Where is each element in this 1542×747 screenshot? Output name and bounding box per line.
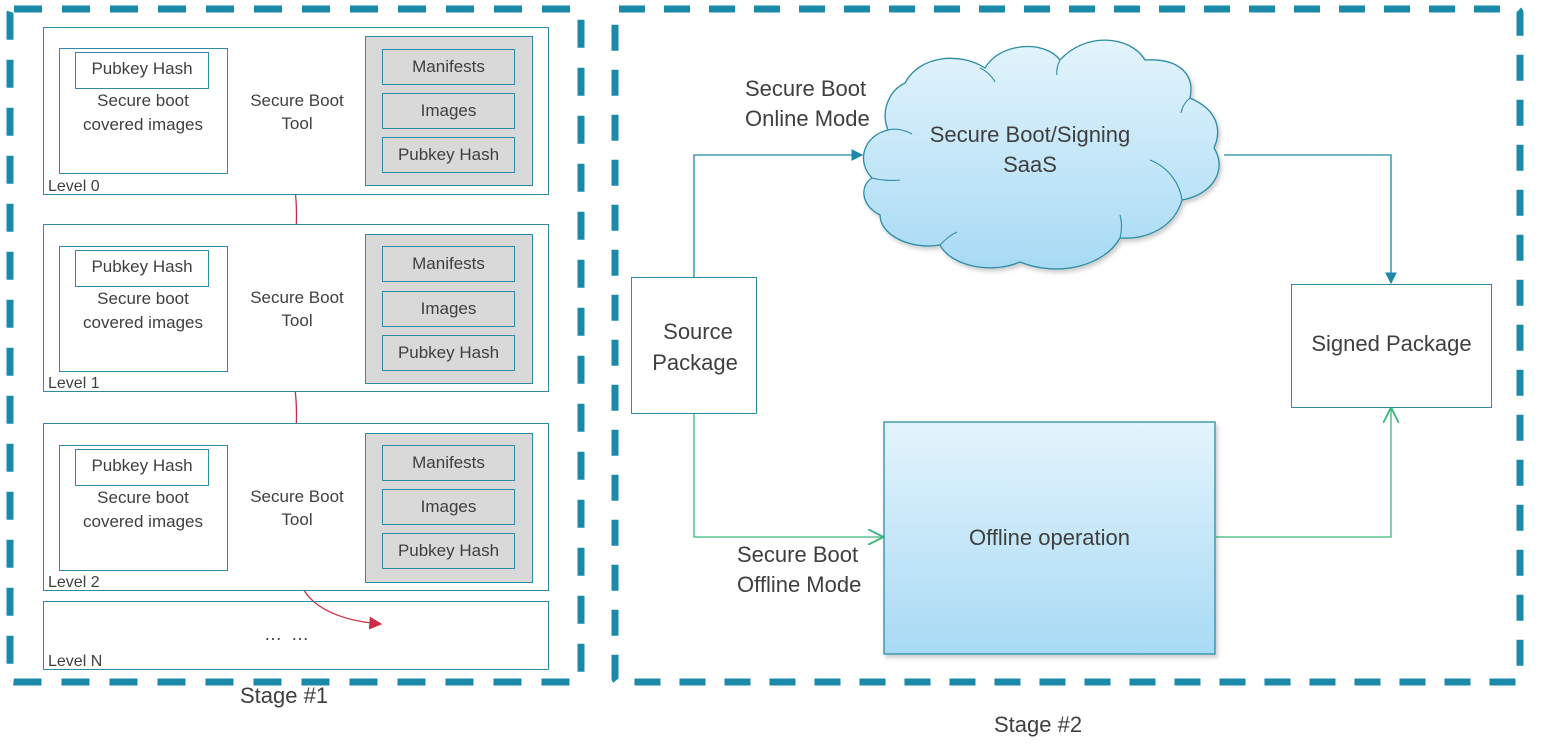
signed-package-label: Signed Package: [1311, 331, 1472, 356]
tool-label: Secure Boot Tool: [237, 286, 357, 332]
output-images: Images: [382, 93, 515, 129]
cloud-line2: SaaS: [1003, 152, 1057, 177]
level-label: Level 0: [48, 178, 100, 195]
tool-line2: Tool: [281, 311, 313, 330]
cloud-inner-curve-3: [1056, 59, 1061, 76]
output-manifests: Manifests: [382, 246, 515, 282]
online-mode-line1: Secure Boot: [745, 76, 867, 101]
output-manifests: Manifests: [382, 49, 515, 85]
signed-package-box: Signed Package: [1291, 284, 1492, 408]
cloud-inner-curve-8: [871, 177, 901, 181]
offline-mode-line2: Offline Mode: [737, 572, 862, 597]
source-caption: Secure boot covered images: [60, 486, 226, 534]
offline-mode-line1: Secure Boot: [737, 542, 859, 567]
online-connector: [693, 149, 864, 277]
cloud-inner-curve-1: [887, 128, 913, 135]
source-images-box: Pubkey Hash Secure boot covered images: [59, 445, 228, 571]
source-images-box: Pubkey Hash Secure boot covered images: [59, 48, 228, 174]
saas-cloud-shape: [862, 39, 1220, 270]
output-pubkey-hash: Pubkey Hash: [382, 533, 515, 569]
level-n-panel: … … Level N: [43, 601, 549, 670]
tool-line2: Tool: [281, 114, 313, 133]
output-package-box: Manifests Images Pubkey Hash: [365, 234, 533, 384]
cloud-inner-curve-5: [1149, 159, 1183, 201]
source-package-line2: Package: [652, 350, 738, 375]
caption-line2: covered images: [82, 115, 203, 134]
caption-line2: covered images: [82, 512, 203, 531]
tool-line1: Secure Boot: [250, 487, 344, 506]
tool-line2: Tool: [281, 510, 313, 529]
output-package-box: Manifests Images Pubkey Hash: [365, 433, 533, 583]
source-images-box: Pubkey Hash Secure boot covered images: [59, 246, 228, 372]
level-1-panel: Pubkey Hash Secure boot covered images S…: [43, 224, 549, 392]
online-mode-line2: Online Mode: [745, 106, 870, 131]
cloud-line1: Secure Boot/Signing: [929, 122, 1131, 147]
cloud-inner-curve-6: [1119, 214, 1123, 239]
output-manifests: Manifests: [382, 445, 515, 481]
source-package-label: Source Package: [632, 316, 758, 378]
offline-operation-box: [883, 421, 1216, 655]
cloud-to-signed-connector: [1224, 154, 1397, 285]
source-package-line1: Source: [663, 319, 733, 344]
caption-line2: covered images: [82, 313, 203, 332]
output-images: Images: [382, 489, 515, 525]
caption-line1: Secure boot: [97, 91, 189, 110]
cloud-inner-curve-7: [939, 231, 958, 246]
caption-line1: Secure boot: [97, 289, 189, 308]
offline-connector: [693, 413, 882, 537]
cloud-inner-curve-2: [979, 67, 996, 83]
ellipsis: … …: [264, 624, 312, 644]
offline-operation-label: Offline operation: [968, 525, 1131, 550]
level-label: Level N: [48, 653, 103, 670]
output-pubkey-hash: Pubkey Hash: [382, 335, 515, 371]
caption-line1: Secure boot: [97, 488, 189, 507]
stage2-label: Stage #2: [994, 712, 1083, 737]
source-caption: Secure boot covered images: [60, 89, 226, 137]
tool-line1: Secure Boot: [250, 288, 344, 307]
output-images: Images: [382, 291, 515, 327]
pubkey-hash-source: Pubkey Hash: [75, 52, 209, 89]
saas-cloud-label: Secure Boot/Signing SaaS: [900, 120, 1160, 180]
stage2-frame: [611, 5, 1524, 686]
offline-mode-label: Secure Boot Offline Mode: [737, 540, 861, 600]
output-package-box: Manifests Images Pubkey Hash: [365, 36, 533, 186]
source-package-box: Source Package: [631, 277, 757, 414]
level-2-panel: Pubkey Hash Secure boot covered images S…: [43, 423, 549, 591]
cloud-inner-curve-4: [1180, 97, 1191, 114]
output-pubkey-hash: Pubkey Hash: [382, 137, 515, 173]
level-label: Level 2: [48, 574, 100, 591]
pubkey-hash-source: Pubkey Hash: [75, 449, 209, 486]
level-label: Level 1: [48, 375, 100, 392]
level-0-panel: Pubkey Hash Secure boot covered images S…: [43, 27, 549, 195]
tool-label: Secure Boot Tool: [237, 89, 357, 135]
source-caption: Secure boot covered images: [60, 287, 226, 335]
stage1-label: Stage #1: [240, 683, 329, 708]
tool-label: Secure Boot Tool: [237, 485, 357, 531]
offline-to-signed-connector: [1216, 409, 1391, 538]
tool-line1: Secure Boot: [250, 91, 344, 110]
online-mode-label: Secure Boot Online Mode: [745, 74, 870, 134]
pubkey-hash-source: Pubkey Hash: [75, 250, 209, 287]
